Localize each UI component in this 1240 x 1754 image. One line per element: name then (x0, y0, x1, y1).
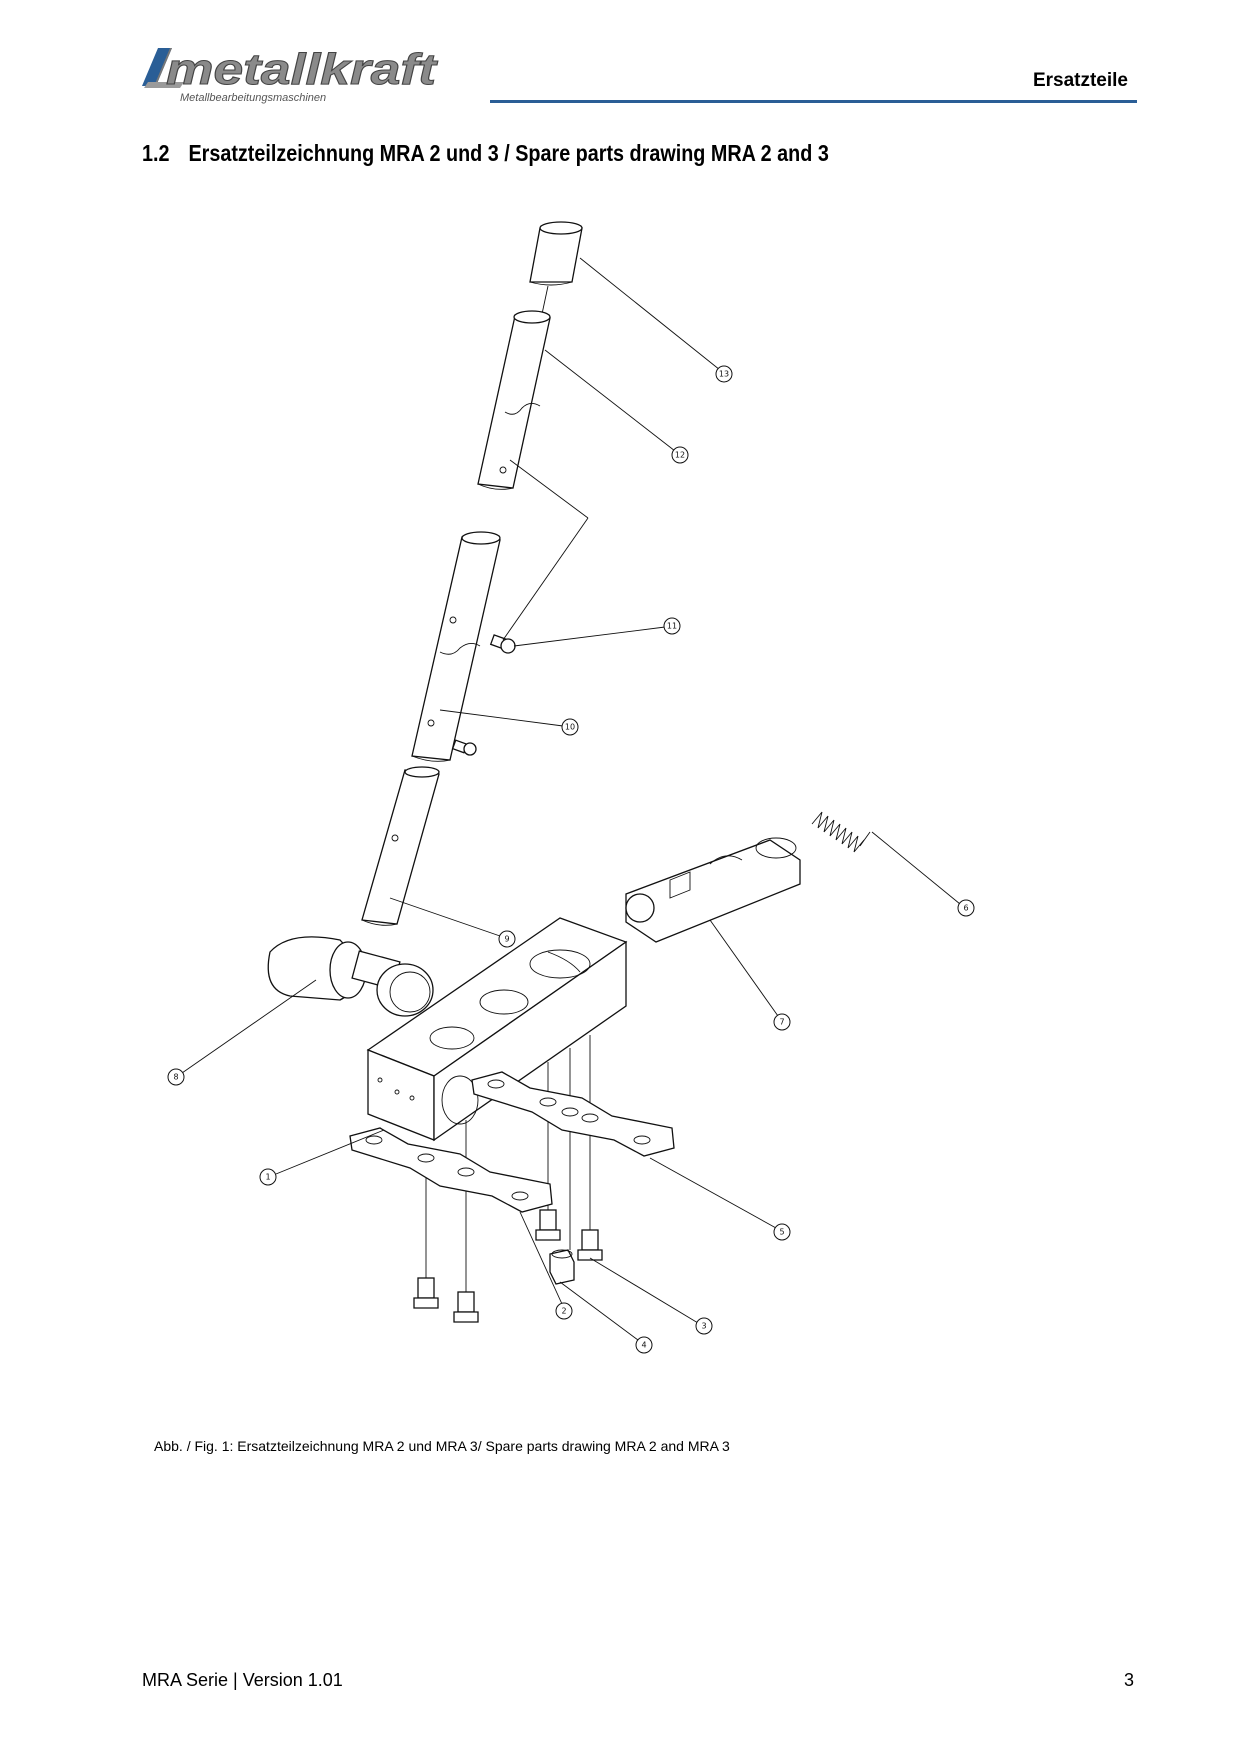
part-base-plate-left (349, 1127, 553, 1213)
svg-text:13: 13 (719, 370, 729, 379)
svg-text:12: 12 (675, 451, 685, 460)
svg-text:6: 6 (963, 904, 968, 913)
callout-4: 4 (635, 1336, 653, 1354)
svg-text:5: 5 (779, 1228, 784, 1237)
part-spring (811, 811, 871, 853)
callout-9: 9 (498, 930, 516, 948)
part-handle-knob (529, 221, 583, 286)
part-bolt-a (413, 1277, 439, 1309)
spare-parts-svg: 13 12 11 10 9 8 1 2 4 3 5 6 7 (167, 221, 975, 1354)
svg-text:1: 1 (265, 1173, 270, 1182)
svg-text:3: 3 (701, 1322, 706, 1331)
callout-6: 6 (957, 899, 975, 917)
svg-text:8: 8 (173, 1073, 178, 1082)
part-nut (549, 1249, 575, 1285)
figure-caption: Abb. / Fig. 1: Ersatzteilzeichnung MRA 2… (154, 1438, 730, 1454)
callout-3: 3 (695, 1317, 713, 1335)
callout-1: 1 (259, 1168, 277, 1186)
header-section-title: Ersatzteile (1032, 70, 1128, 91)
part-upper-tube (477, 310, 551, 490)
section-title: Ersatzteilzeichnung MRA 2 und 3 / Spare … (188, 140, 829, 166)
svg-text:11: 11 (667, 622, 677, 631)
callout-2: 2 (555, 1302, 573, 1320)
part-pivot-connector (267, 936, 434, 1017)
svg-text:10: 10 (565, 723, 575, 732)
leader-lines (181, 257, 961, 1341)
logo-mark-blue (142, 48, 172, 86)
callout-5: 5 (773, 1223, 791, 1241)
header-rule (490, 100, 1137, 103)
callout-11: 11 (663, 617, 681, 635)
part-bolt-b (453, 1291, 479, 1323)
callout-8: 8 (167, 1068, 185, 1086)
spare-parts-drawing: 13 12 11 10 9 8 1 2 4 3 5 6 7 (150, 200, 1110, 1420)
logo-wordmark: metallkraft (166, 45, 439, 94)
section-number: 1.2 (142, 140, 170, 166)
footer-page-number: 3 (1123, 1670, 1134, 1690)
logo-mark-gray (144, 82, 184, 88)
part-bolt-d (577, 1229, 603, 1261)
part-bolt-c (535, 1209, 561, 1241)
svg-text:7: 7 (779, 1018, 784, 1027)
part-set-screw-upper (489, 634, 516, 654)
part-clamp-shaft (625, 837, 801, 943)
section-heading: 1.2 Ersatzteilzeichnung MRA 2 und 3 / Spa… (142, 140, 829, 167)
brand-logo: metallkraft Metallbearbeitungsmaschinen (140, 44, 470, 106)
callout-7: 7 (773, 1013, 791, 1031)
callout-10: 10 (561, 718, 579, 736)
svg-text:9: 9 (504, 935, 509, 944)
part-base-plate-right (471, 1071, 675, 1157)
footer-version: MRA Serie | Version 1.01 (142, 1670, 343, 1690)
part-middle-tube (411, 531, 501, 762)
callout-12: 12 (671, 446, 689, 464)
part-set-screw-lower (451, 739, 477, 756)
logo-tagline: Metallbearbeitungsmaschinen (180, 92, 326, 104)
part-lower-tube (361, 766, 440, 926)
svg-text:2: 2 (561, 1307, 566, 1316)
svg-text:4: 4 (641, 1341, 646, 1350)
callout-13: 13 (715, 365, 733, 383)
